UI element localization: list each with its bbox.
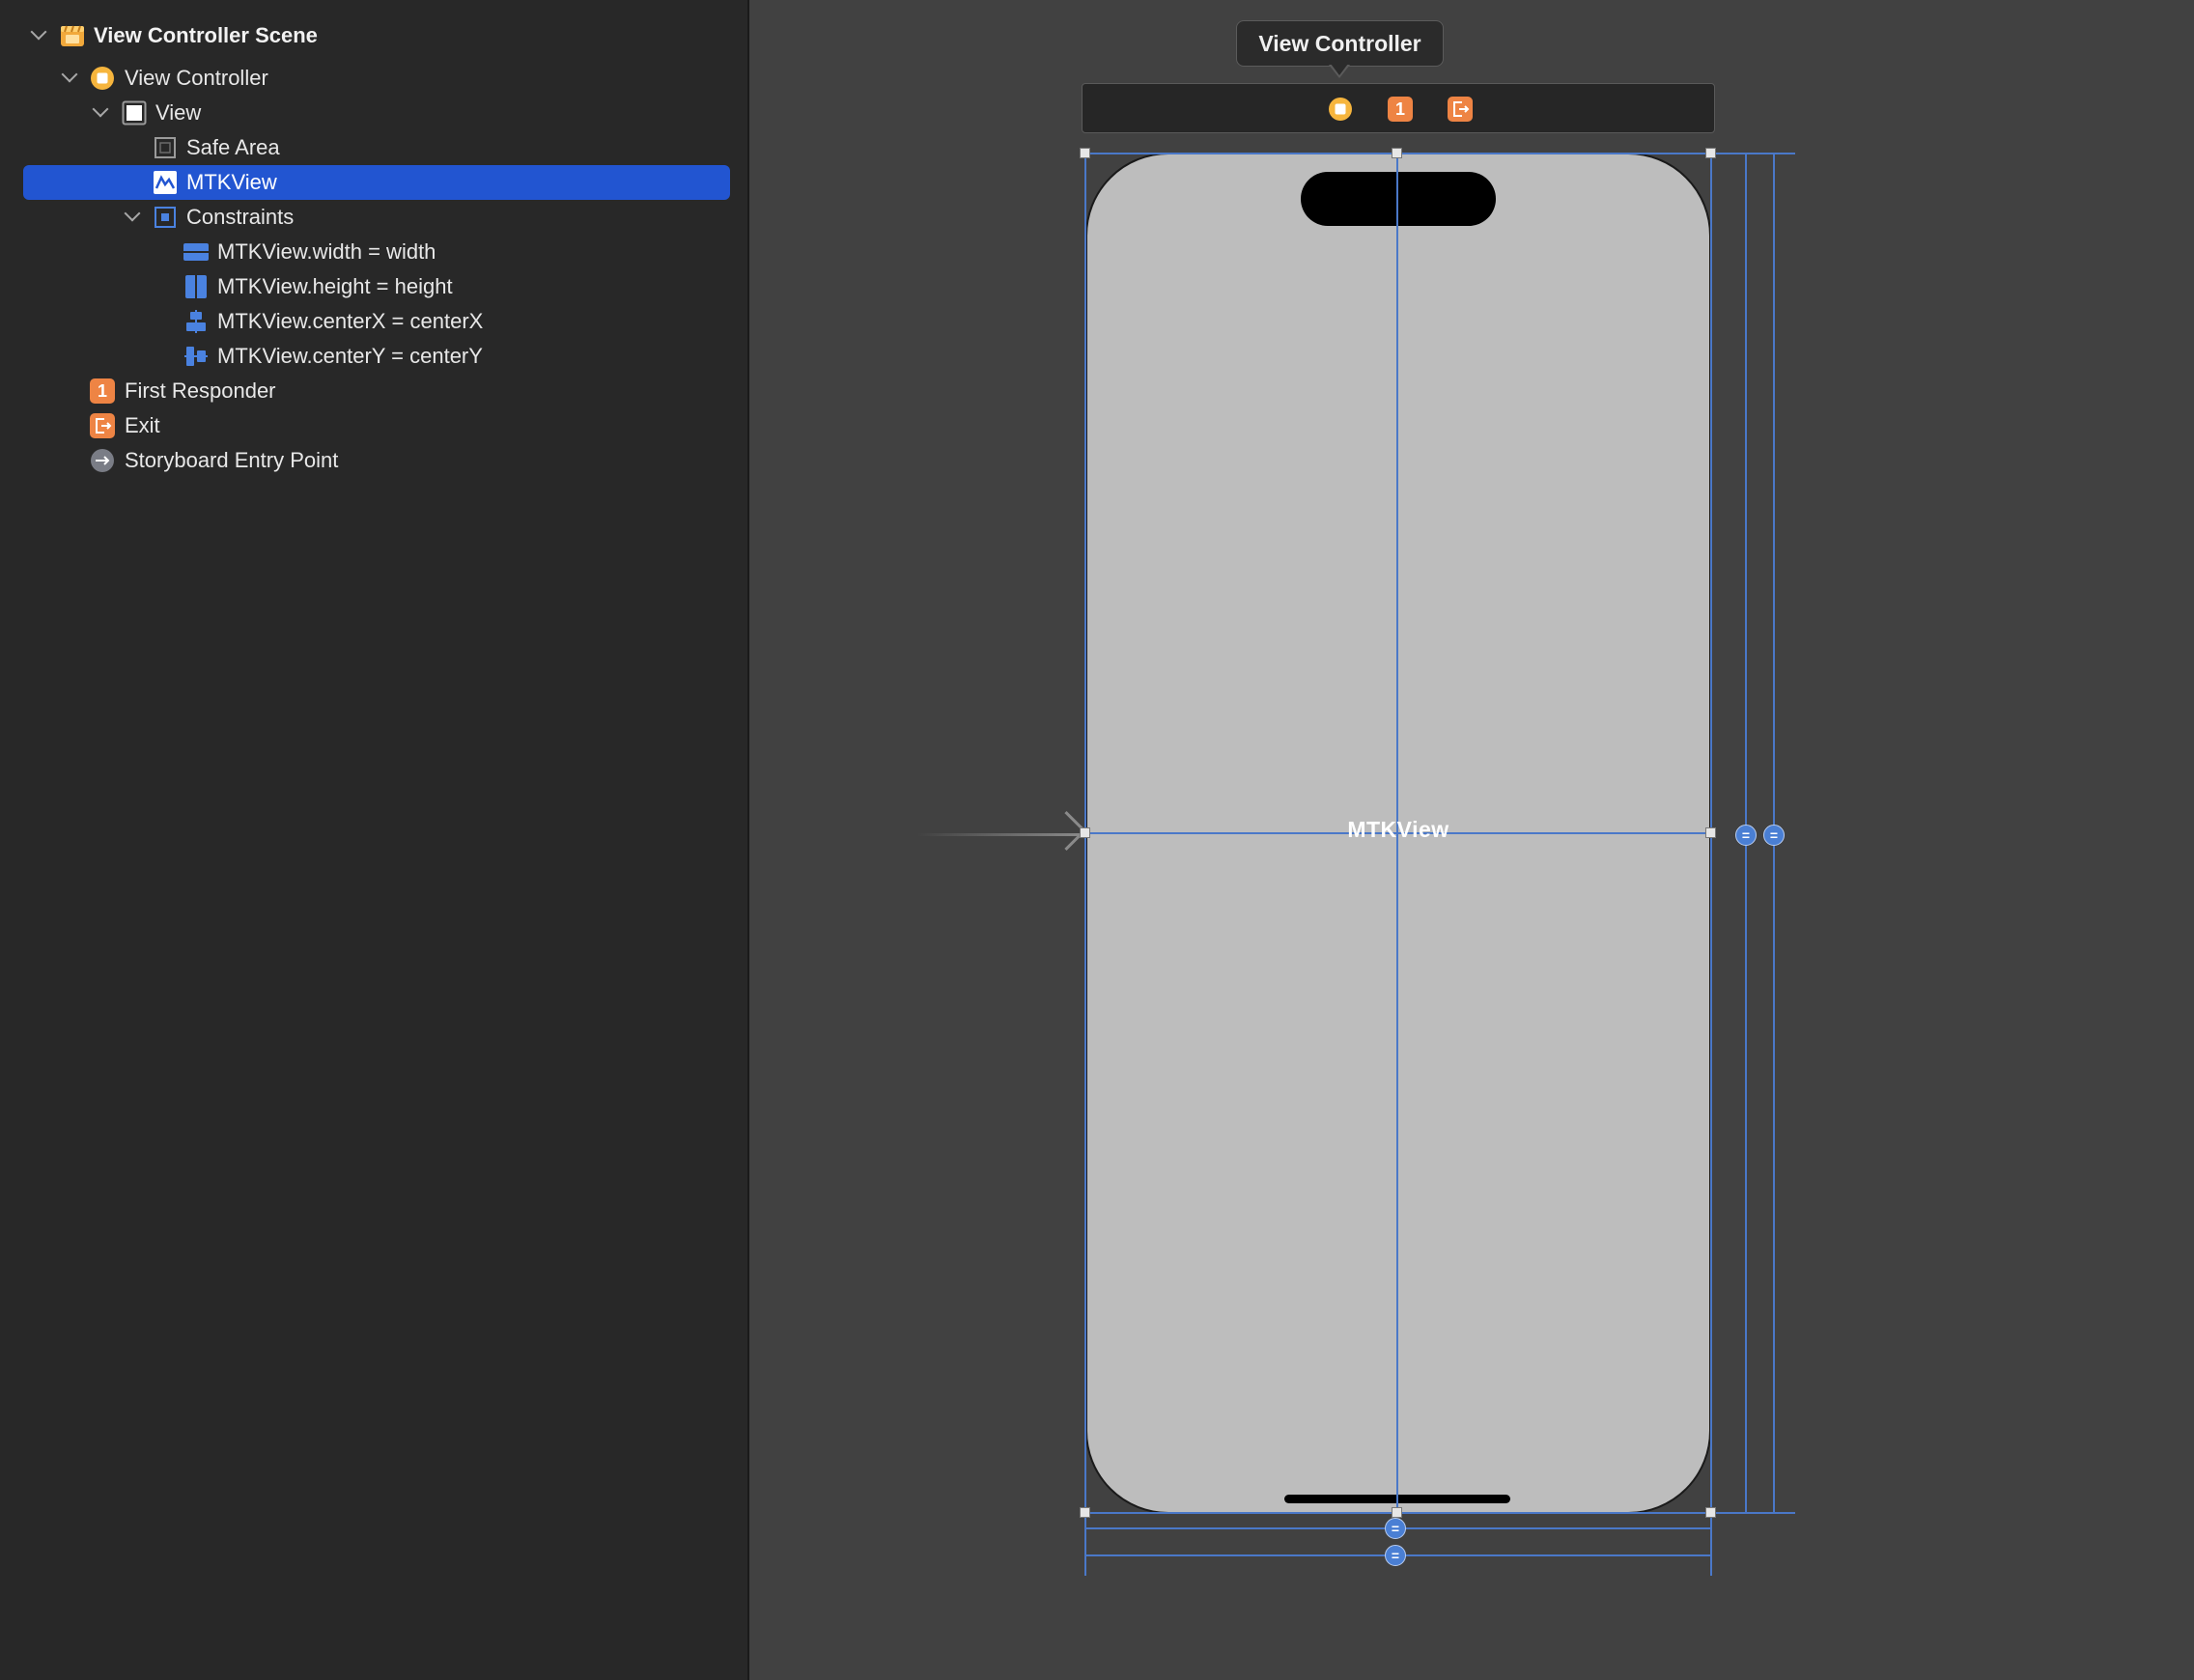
constraint-label: MTKView.centerY = centerY <box>217 344 483 368</box>
view-controller-icon <box>90 66 115 91</box>
chevron-down-icon[interactable] <box>124 205 141 222</box>
exit-icon[interactable] <box>1448 97 1473 122</box>
resize-handle-top[interactable] <box>1392 148 1402 158</box>
constraint-label: MTKView.height = height <box>217 274 453 298</box>
equal-height-badge[interactable]: = <box>1735 825 1757 846</box>
first-responder-icon: 1 <box>90 378 115 404</box>
outline-row-safe-area[interactable]: Safe Area <box>0 130 749 165</box>
view-controller-icon[interactable] <box>1328 97 1353 122</box>
constraint-label: MTKView.centerX = centerX <box>217 309 484 333</box>
resize-handle-bottom-right[interactable] <box>1705 1507 1716 1518</box>
view-icon <box>122 100 147 126</box>
selection-edge-bottom <box>1084 1512 1795 1514</box>
scene-tooltip: View Controller <box>1236 20 1444 67</box>
dock-first-responder-badge: 1 <box>1394 98 1405 119</box>
mtkview-label: MTKView <box>186 170 277 194</box>
outline-row-constraint-centerx[interactable]: MTKView.centerX = centerX <box>0 304 749 339</box>
outline-row-constraint-height[interactable]: MTKView.height = height <box>0 269 749 304</box>
resize-handle-top-left[interactable] <box>1080 148 1090 158</box>
safe-area-label: Safe Area <box>186 135 280 159</box>
entry-point-label: Storyboard Entry Point <box>125 448 339 472</box>
width-constraint-tick <box>1084 1514 1086 1576</box>
outline-row-constraints[interactable]: Constraints <box>0 200 749 235</box>
document-outline: View Controller Scene View Controller Vi… <box>0 0 749 1680</box>
outline-row-view-controller[interactable]: View Controller <box>0 61 749 96</box>
equal-width-badge[interactable]: = <box>1385 1518 1406 1539</box>
outline-row-constraint-width[interactable]: MTKView.width = width <box>0 235 749 269</box>
center-y-guide <box>1084 832 1712 834</box>
height-constraint-icon <box>183 274 209 299</box>
width-constraint-icon <box>183 239 209 265</box>
dynamic-island <box>1301 172 1496 226</box>
entry-point-arrow-line[interactable] <box>917 833 1082 836</box>
selection-edge-top <box>1084 153 1795 154</box>
resize-handle-top-right[interactable] <box>1705 148 1716 158</box>
entry-point-icon <box>90 448 115 473</box>
chevron-down-icon[interactable] <box>61 66 78 83</box>
outline-row-constraint-centery[interactable]: MTKView.centerY = centerY <box>0 339 749 374</box>
center-y-constraint-icon <box>183 344 209 369</box>
scene-icon <box>60 23 85 48</box>
center-x-constraint-icon <box>183 309 209 334</box>
first-responder-label: First Responder <box>125 378 276 403</box>
first-responder-badge: 1 <box>97 380 107 401</box>
outline-row-first-responder[interactable]: 1 First Responder <box>0 374 749 408</box>
resize-handle-right[interactable] <box>1705 827 1716 838</box>
view-controller-label: View Controller <box>125 66 268 90</box>
scene-label: View Controller Scene <box>94 23 318 47</box>
resize-handle-bottom-left[interactable] <box>1080 1507 1090 1518</box>
mtkview-canvas-label: MTKView <box>1347 817 1449 842</box>
constraints-icon <box>153 205 178 230</box>
equal-height-badge[interactable]: = <box>1763 825 1785 846</box>
constraints-label: Constraints <box>186 205 295 229</box>
constraint-label: MTKView.width = width <box>217 239 436 264</box>
outline-row-view[interactable]: View <box>0 96 749 130</box>
resize-handle-left[interactable] <box>1080 827 1090 838</box>
outline-row-scene[interactable]: View Controller Scene <box>0 18 749 53</box>
scene-dock: 1 <box>1082 83 1715 133</box>
safe-area-icon <box>153 135 178 160</box>
chevron-down-icon[interactable] <box>92 100 109 118</box>
outline-row-entry-point[interactable]: Storyboard Entry Point <box>0 443 749 478</box>
width-constraint-tick <box>1710 1514 1712 1576</box>
outline-row-exit[interactable]: Exit <box>0 408 749 443</box>
equal-width-badge[interactable]: = <box>1385 1545 1406 1566</box>
outline-row-mtkview[interactable]: MTKView <box>23 165 730 200</box>
chevron-down-icon[interactable] <box>30 23 47 41</box>
resize-handle-bottom[interactable] <box>1392 1507 1402 1518</box>
exit-label: Exit <box>125 413 160 437</box>
exit-icon <box>90 413 115 438</box>
first-responder-icon[interactable]: 1 <box>1388 97 1413 122</box>
tooltip-tail-inner <box>1331 64 1348 75</box>
view-label: View <box>155 100 202 125</box>
mtkview-icon <box>153 170 178 195</box>
